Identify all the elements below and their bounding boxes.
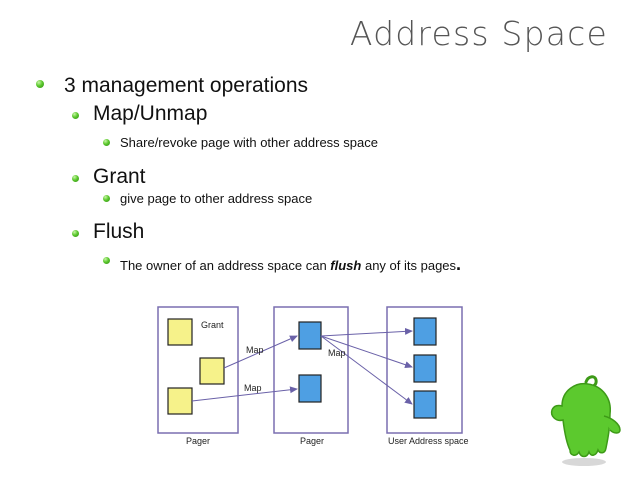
bullet-icon bbox=[72, 175, 79, 182]
slide-title: Address Space bbox=[349, 14, 608, 53]
bullet-flush-desc: The owner of an address space can flush … bbox=[120, 254, 461, 275]
map-arrow bbox=[320, 335, 413, 405]
bullet-icon bbox=[103, 139, 110, 146]
mascot-icon bbox=[550, 375, 621, 466]
flush-desc-word: flush bbox=[330, 258, 362, 273]
bullet-icon bbox=[103, 195, 110, 202]
map-label-right: Map bbox=[328, 348, 346, 358]
bullet-map-unmap: Map/Unmap bbox=[93, 102, 208, 125]
page-yellow bbox=[199, 357, 225, 385]
bullet-icon bbox=[72, 230, 79, 237]
bullet-icon bbox=[36, 80, 44, 88]
map-arrow bbox=[320, 335, 413, 369]
user-space-label: User Address space bbox=[388, 436, 469, 446]
flush-desc-pre: The owner of an address space can bbox=[120, 258, 331, 273]
bullet-grant-desc: give page to other address space bbox=[120, 191, 313, 206]
bullet-grant: Grant bbox=[93, 165, 146, 188]
bullet-icon bbox=[103, 257, 110, 264]
page-blue bbox=[298, 374, 322, 403]
pager-middle-label: Pager bbox=[300, 436, 324, 446]
map-arrow bbox=[223, 335, 298, 369]
bullet-map-desc: Share/revoke page with other address spa… bbox=[120, 135, 378, 150]
grant-label: Grant bbox=[201, 320, 224, 330]
flush-desc-post: any of its pages bbox=[361, 258, 457, 273]
bullet-flush: Flush bbox=[93, 220, 145, 243]
page-yellow bbox=[167, 318, 193, 346]
map-label-bottom: Map bbox=[244, 383, 262, 393]
pager-left-label: Pager bbox=[186, 436, 210, 446]
page-blue bbox=[298, 321, 322, 350]
page-blue bbox=[413, 317, 437, 346]
flush-desc-end: . bbox=[456, 254, 462, 274]
bullet-ops: 3 management operations bbox=[64, 74, 308, 97]
page-blue bbox=[413, 354, 437, 383]
map-arrow bbox=[191, 386, 298, 402]
bullet-icon bbox=[72, 112, 79, 119]
page-yellow bbox=[167, 387, 193, 415]
map-arrow bbox=[320, 327, 413, 337]
page-blue bbox=[413, 390, 437, 419]
map-label-top: Map bbox=[246, 345, 264, 355]
